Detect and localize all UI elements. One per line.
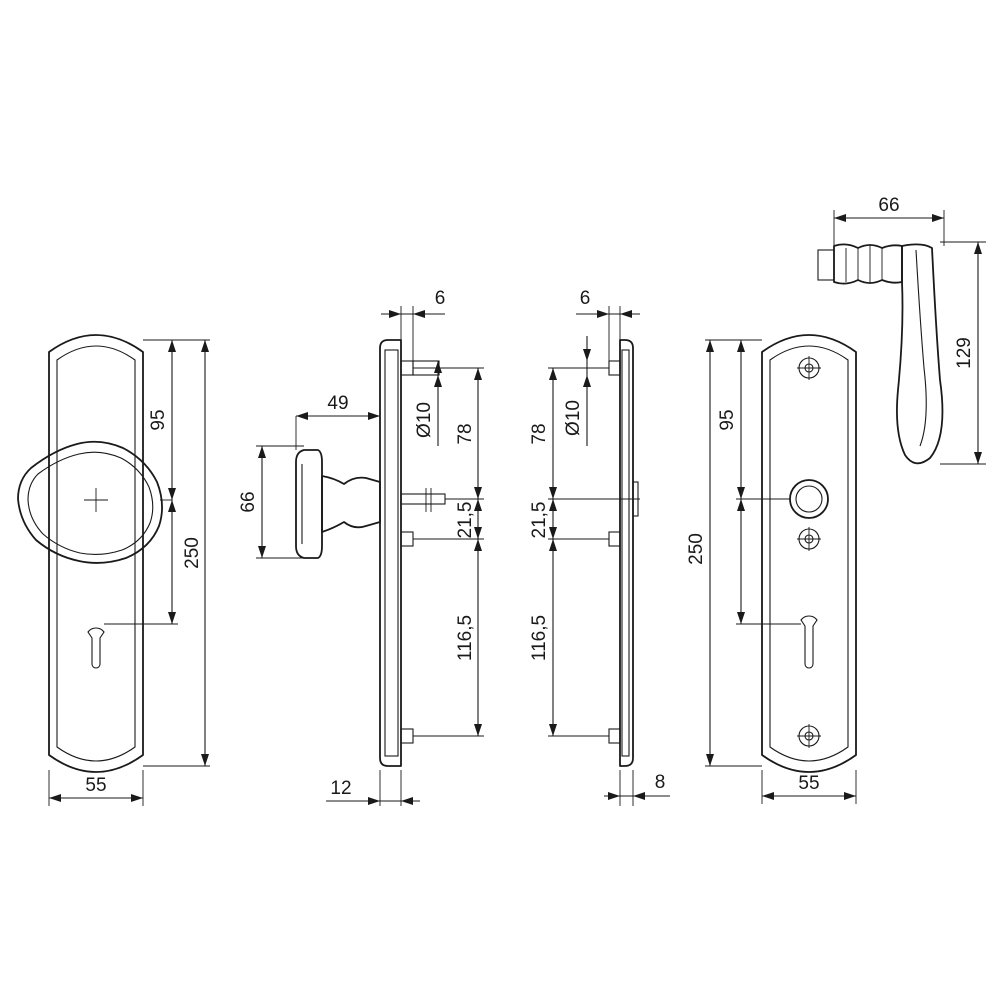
right-plate-width-label: 55 xyxy=(798,773,819,794)
knob-side-plate xyxy=(379,339,402,767)
left-plate-dimensions: 250 95 55 xyxy=(48,339,210,806)
left-plate-inner-border xyxy=(56,345,136,762)
knob-projection-label: 49 xyxy=(327,393,348,414)
knob-side-middle-segment-label: 21,5 xyxy=(455,502,476,539)
lever-handle-view xyxy=(817,243,944,465)
back-side-plate xyxy=(619,339,634,767)
right-plate-back-view xyxy=(736,334,857,773)
back-side-middle-segment-label: 21,5 xyxy=(529,502,550,539)
back-side-bottom-segment-label: 116,5 xyxy=(529,615,550,661)
knob-side-thickness-label: 12 xyxy=(330,778,351,799)
knob-center-cross-icon xyxy=(84,488,108,512)
lever-length-label: 66 xyxy=(878,195,899,216)
lever-dimensions: 66 129 xyxy=(833,195,986,465)
back-side-pin-diameter-label: Ø10 xyxy=(563,400,584,436)
knob-side-screw-bottom xyxy=(400,728,414,744)
lever-grip xyxy=(896,243,944,465)
spindle-rosette-icon xyxy=(789,479,829,519)
back-side-view xyxy=(608,339,639,767)
right-plate-inner-border xyxy=(769,345,849,762)
knob-side-screw-top xyxy=(400,360,414,376)
right-plate-height-label: 250 xyxy=(686,533,707,565)
knob-spindle xyxy=(400,493,446,505)
knob-side-plate-inner xyxy=(384,349,399,757)
top-screw-hole-icon xyxy=(797,356,821,380)
knob-neck xyxy=(321,475,381,533)
back-side-dimensions: 6 Ø10 78 21,5 116,5 8 xyxy=(529,288,670,806)
lever-grip-inner xyxy=(915,249,927,447)
knob-side-pin-diameter-label: Ø10 xyxy=(414,402,435,438)
knob-side-screw-mid xyxy=(400,531,414,547)
back-side-top-segment-label: 78 xyxy=(529,423,550,444)
right-plate-outline xyxy=(761,334,857,773)
knob-diameter-label: 66 xyxy=(238,491,259,512)
left-plate-height-label: 250 xyxy=(182,537,203,569)
right-plate-dimensions: 250 95 55 xyxy=(686,339,857,804)
right-plate-upper-label: 95 xyxy=(717,409,738,430)
lever-spindle-stub xyxy=(817,249,835,281)
middle-screw-hole-icon xyxy=(797,527,821,551)
knob-side-offset-label: 6 xyxy=(435,288,446,309)
knob-side-dimensions: 6 Ø10 49 66 78 21,5 xyxy=(238,288,484,806)
right-keyhole-icon xyxy=(800,615,818,669)
lever-height-label: 129 xyxy=(954,337,975,369)
left-plate-outline xyxy=(48,334,144,773)
back-side-screw-mid xyxy=(608,531,621,547)
left-plate-front-view xyxy=(17,334,178,773)
knob-octagon-outline xyxy=(17,440,163,564)
bottom-screw-hole-icon xyxy=(797,724,821,748)
left-keyhole-icon xyxy=(87,627,105,669)
back-side-offset-label: 6 xyxy=(580,288,591,309)
knob-inner-outline xyxy=(27,451,154,556)
back-side-plate-inner xyxy=(621,349,630,757)
left-plate-upper-label: 95 xyxy=(148,409,169,430)
back-side-screw-bottom xyxy=(608,728,621,744)
knob-side-view xyxy=(295,339,446,767)
back-side-screw-top xyxy=(608,360,621,376)
back-side-thickness-label: 8 xyxy=(655,772,666,793)
lever-neck xyxy=(833,243,903,285)
left-plate-width-label: 55 xyxy=(85,775,106,796)
knob-side-top-segment-label: 78 xyxy=(455,423,476,444)
knob-side-bottom-segment-label: 116,5 xyxy=(455,615,476,661)
knob-head xyxy=(295,449,323,559)
